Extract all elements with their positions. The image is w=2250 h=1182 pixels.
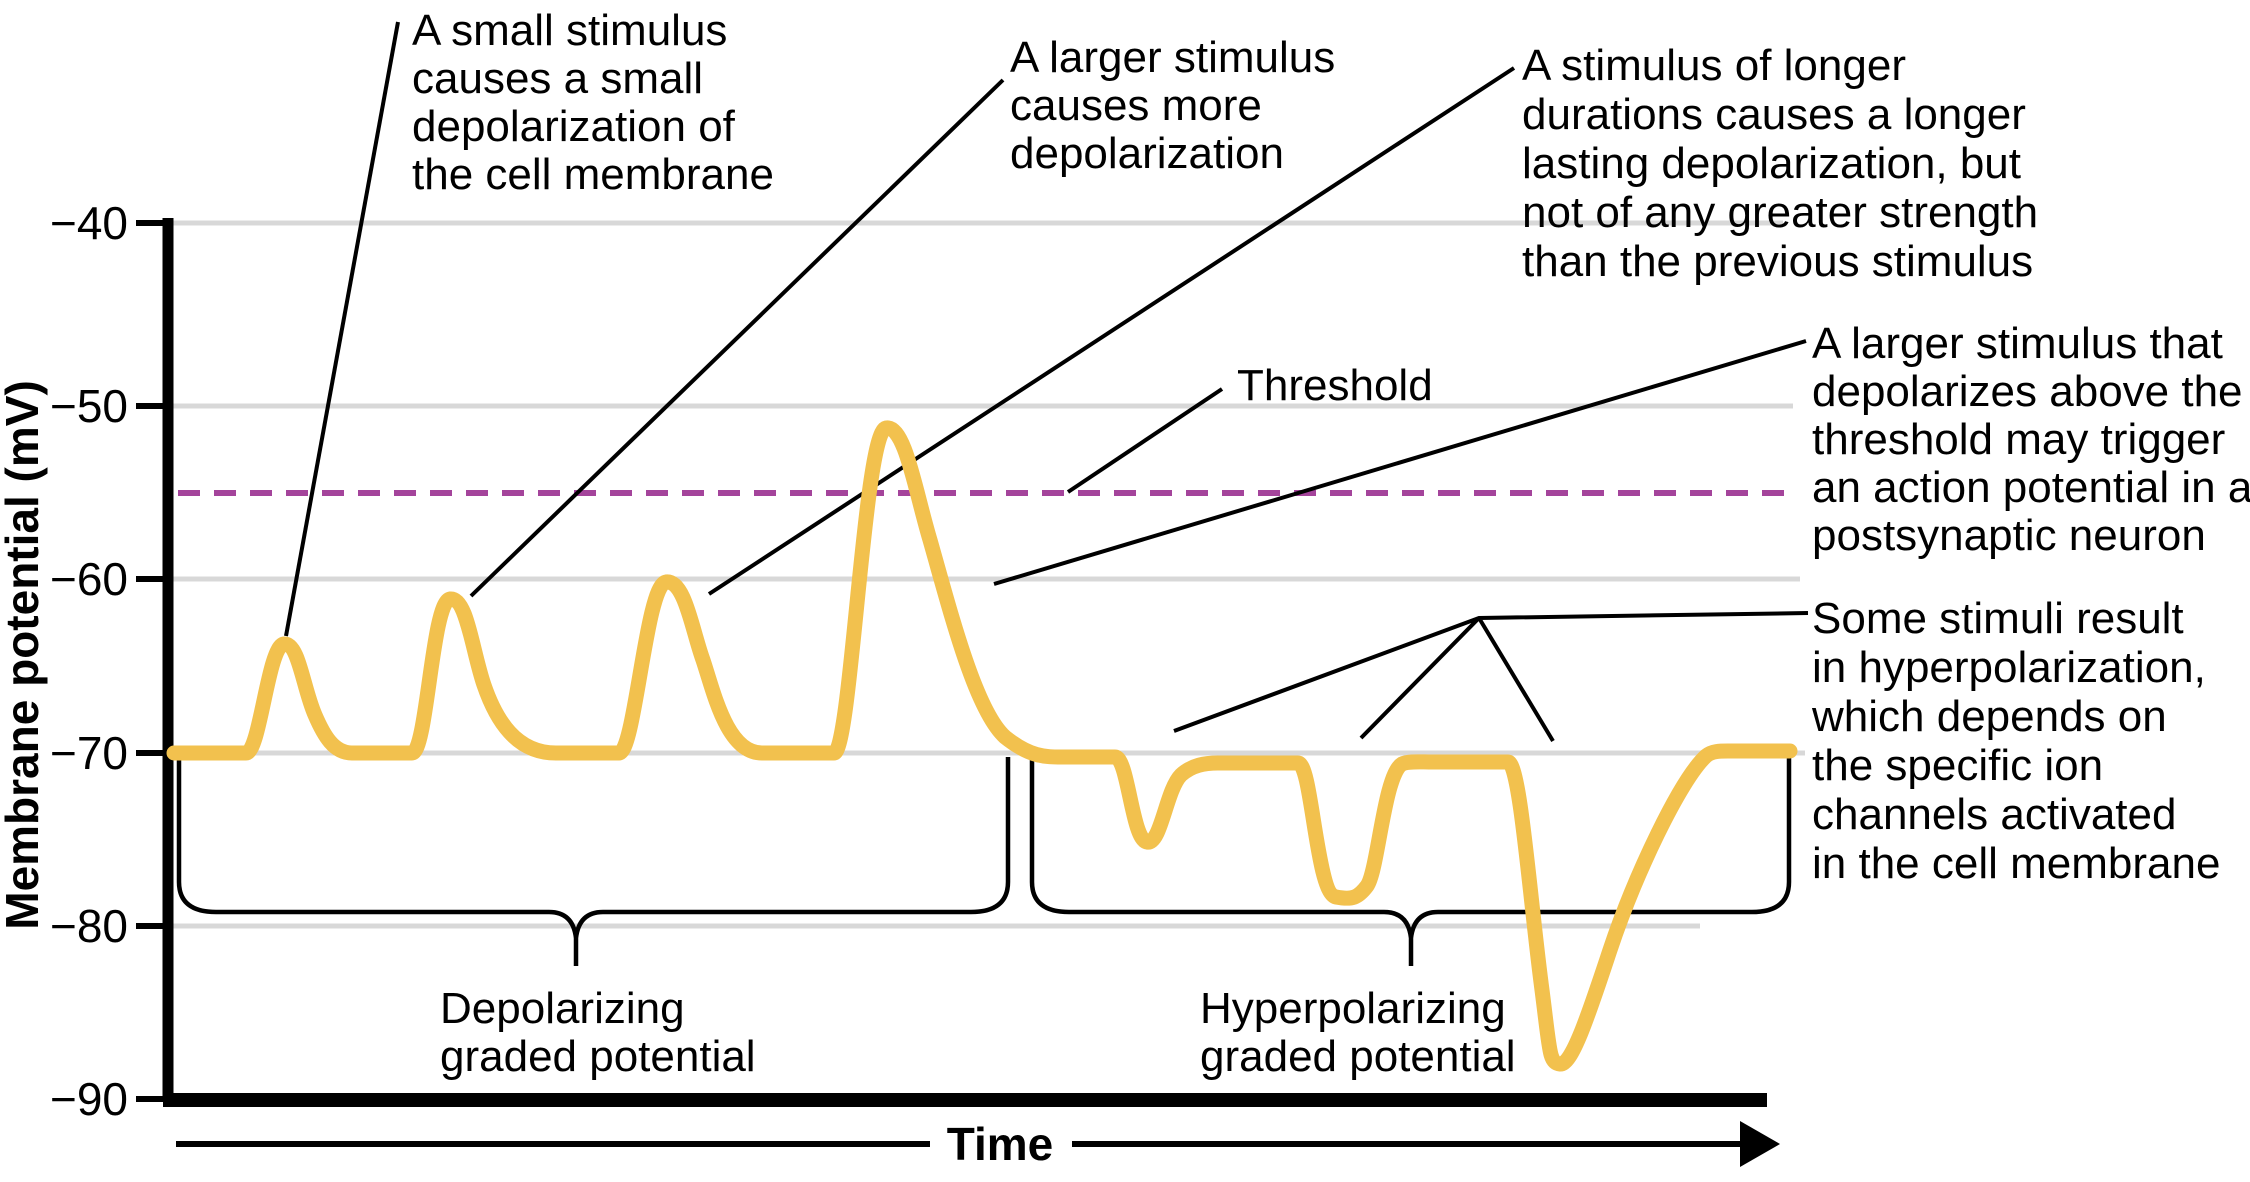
brace-label-line: Hyperpolarizing (1200, 984, 1506, 1033)
y-axis-title: Membrane potential (mV) (0, 380, 48, 930)
brace-label-line: graded potential (1200, 1032, 1516, 1081)
y-tick-label: −60 (50, 553, 128, 605)
braces (176, 757, 1792, 966)
annotation-line: in the cell membrane (1812, 839, 2220, 888)
annotation-line: threshold may trigger (1812, 415, 2225, 464)
brace-label-line: Depolarizing (440, 984, 685, 1033)
annotation-line: not of any greater strength (1522, 188, 2038, 237)
annotation-line: causes more (1010, 81, 1262, 130)
threshold-label: Threshold (1237, 361, 1433, 410)
annotation-line: which depends on (1811, 692, 2167, 741)
annotation-small-stimulus: A small stimulus causes a small depolari… (412, 6, 774, 199)
annotation-line: the specific ion (1812, 741, 2103, 790)
brace-depolarizing (176, 757, 1011, 966)
y-tick-label: −70 (50, 727, 128, 779)
annotation-line: the cell membrane (412, 150, 774, 199)
leader-above-threshold (993, 339, 1807, 586)
leader-small-stimulus (284, 21, 400, 637)
annotation-line: Some stimuli result (1812, 594, 2184, 643)
leader-hyperpolarization (1173, 611, 1809, 743)
annotation-line: an action potential in a (1812, 463, 2250, 512)
brace-hyperpolarizing (1029, 757, 1792, 966)
annotation-line: depolarizes above the (1812, 367, 2243, 416)
membrane-potential-curve (166, 420, 1798, 1072)
annotation-line: channels activated (1812, 790, 2176, 839)
leader-lines (284, 21, 1809, 743)
annotation-line: causes a small (412, 54, 703, 103)
y-tick-label: −80 (50, 900, 128, 952)
y-tick-marks (136, 220, 164, 1102)
annotation-line: in hyperpolarization, (1812, 643, 2206, 692)
annotation-line: depolarization (1010, 129, 1284, 178)
x-axis-title: Time (947, 1118, 1054, 1170)
brace-label-line: graded potential (440, 1032, 756, 1081)
annotation-line: A larger stimulus (1010, 33, 1335, 82)
annotation-above-threshold: A larger stimulus that depolarizes above… (1812, 319, 2250, 560)
y-tick-label: −40 (50, 197, 128, 249)
annotation-line: A larger stimulus that (1812, 319, 2223, 368)
y-tick-label: −90 (50, 1073, 128, 1125)
leader-longer-stimulus (707, 66, 1516, 596)
time-arrowhead-icon (1740, 1121, 1780, 1167)
annotation-line: postsynaptic neuron (1812, 511, 2206, 560)
annotation-line: A stimulus of longer (1522, 41, 1906, 90)
annotation-line: than the previous stimulus (1522, 237, 2033, 286)
annotation-longer-stimulus: A stimulus of longer durations causes a … (1522, 41, 2038, 286)
annotation-line: depolarization of (412, 102, 736, 151)
time-axis: Time (176, 1118, 1780, 1170)
annotation-hyperpolarization: Some stimuli result in hyperpolarization… (1811, 594, 2220, 888)
label-depolarizing-graded-potential: Depolarizing graded potential (440, 984, 756, 1081)
annotation-line: lasting depolarization, but (1522, 139, 2021, 188)
y-tick-label: −50 (50, 380, 128, 432)
y-tick-labels: −40 −50 −60 −70 −80 −90 (50, 197, 128, 1125)
leader-larger-stimulus (469, 78, 1005, 598)
annotation-line: A small stimulus (412, 6, 727, 55)
label-hyperpolarizing-graded-potential: Hyperpolarizing graded potential (1200, 984, 1516, 1081)
leader-threshold (1066, 387, 1224, 494)
annotation-larger-stimulus: A larger stimulus causes more depolariza… (1010, 33, 1335, 178)
gridlines (173, 220, 1805, 929)
annotation-line: durations causes a longer (1522, 90, 2026, 139)
